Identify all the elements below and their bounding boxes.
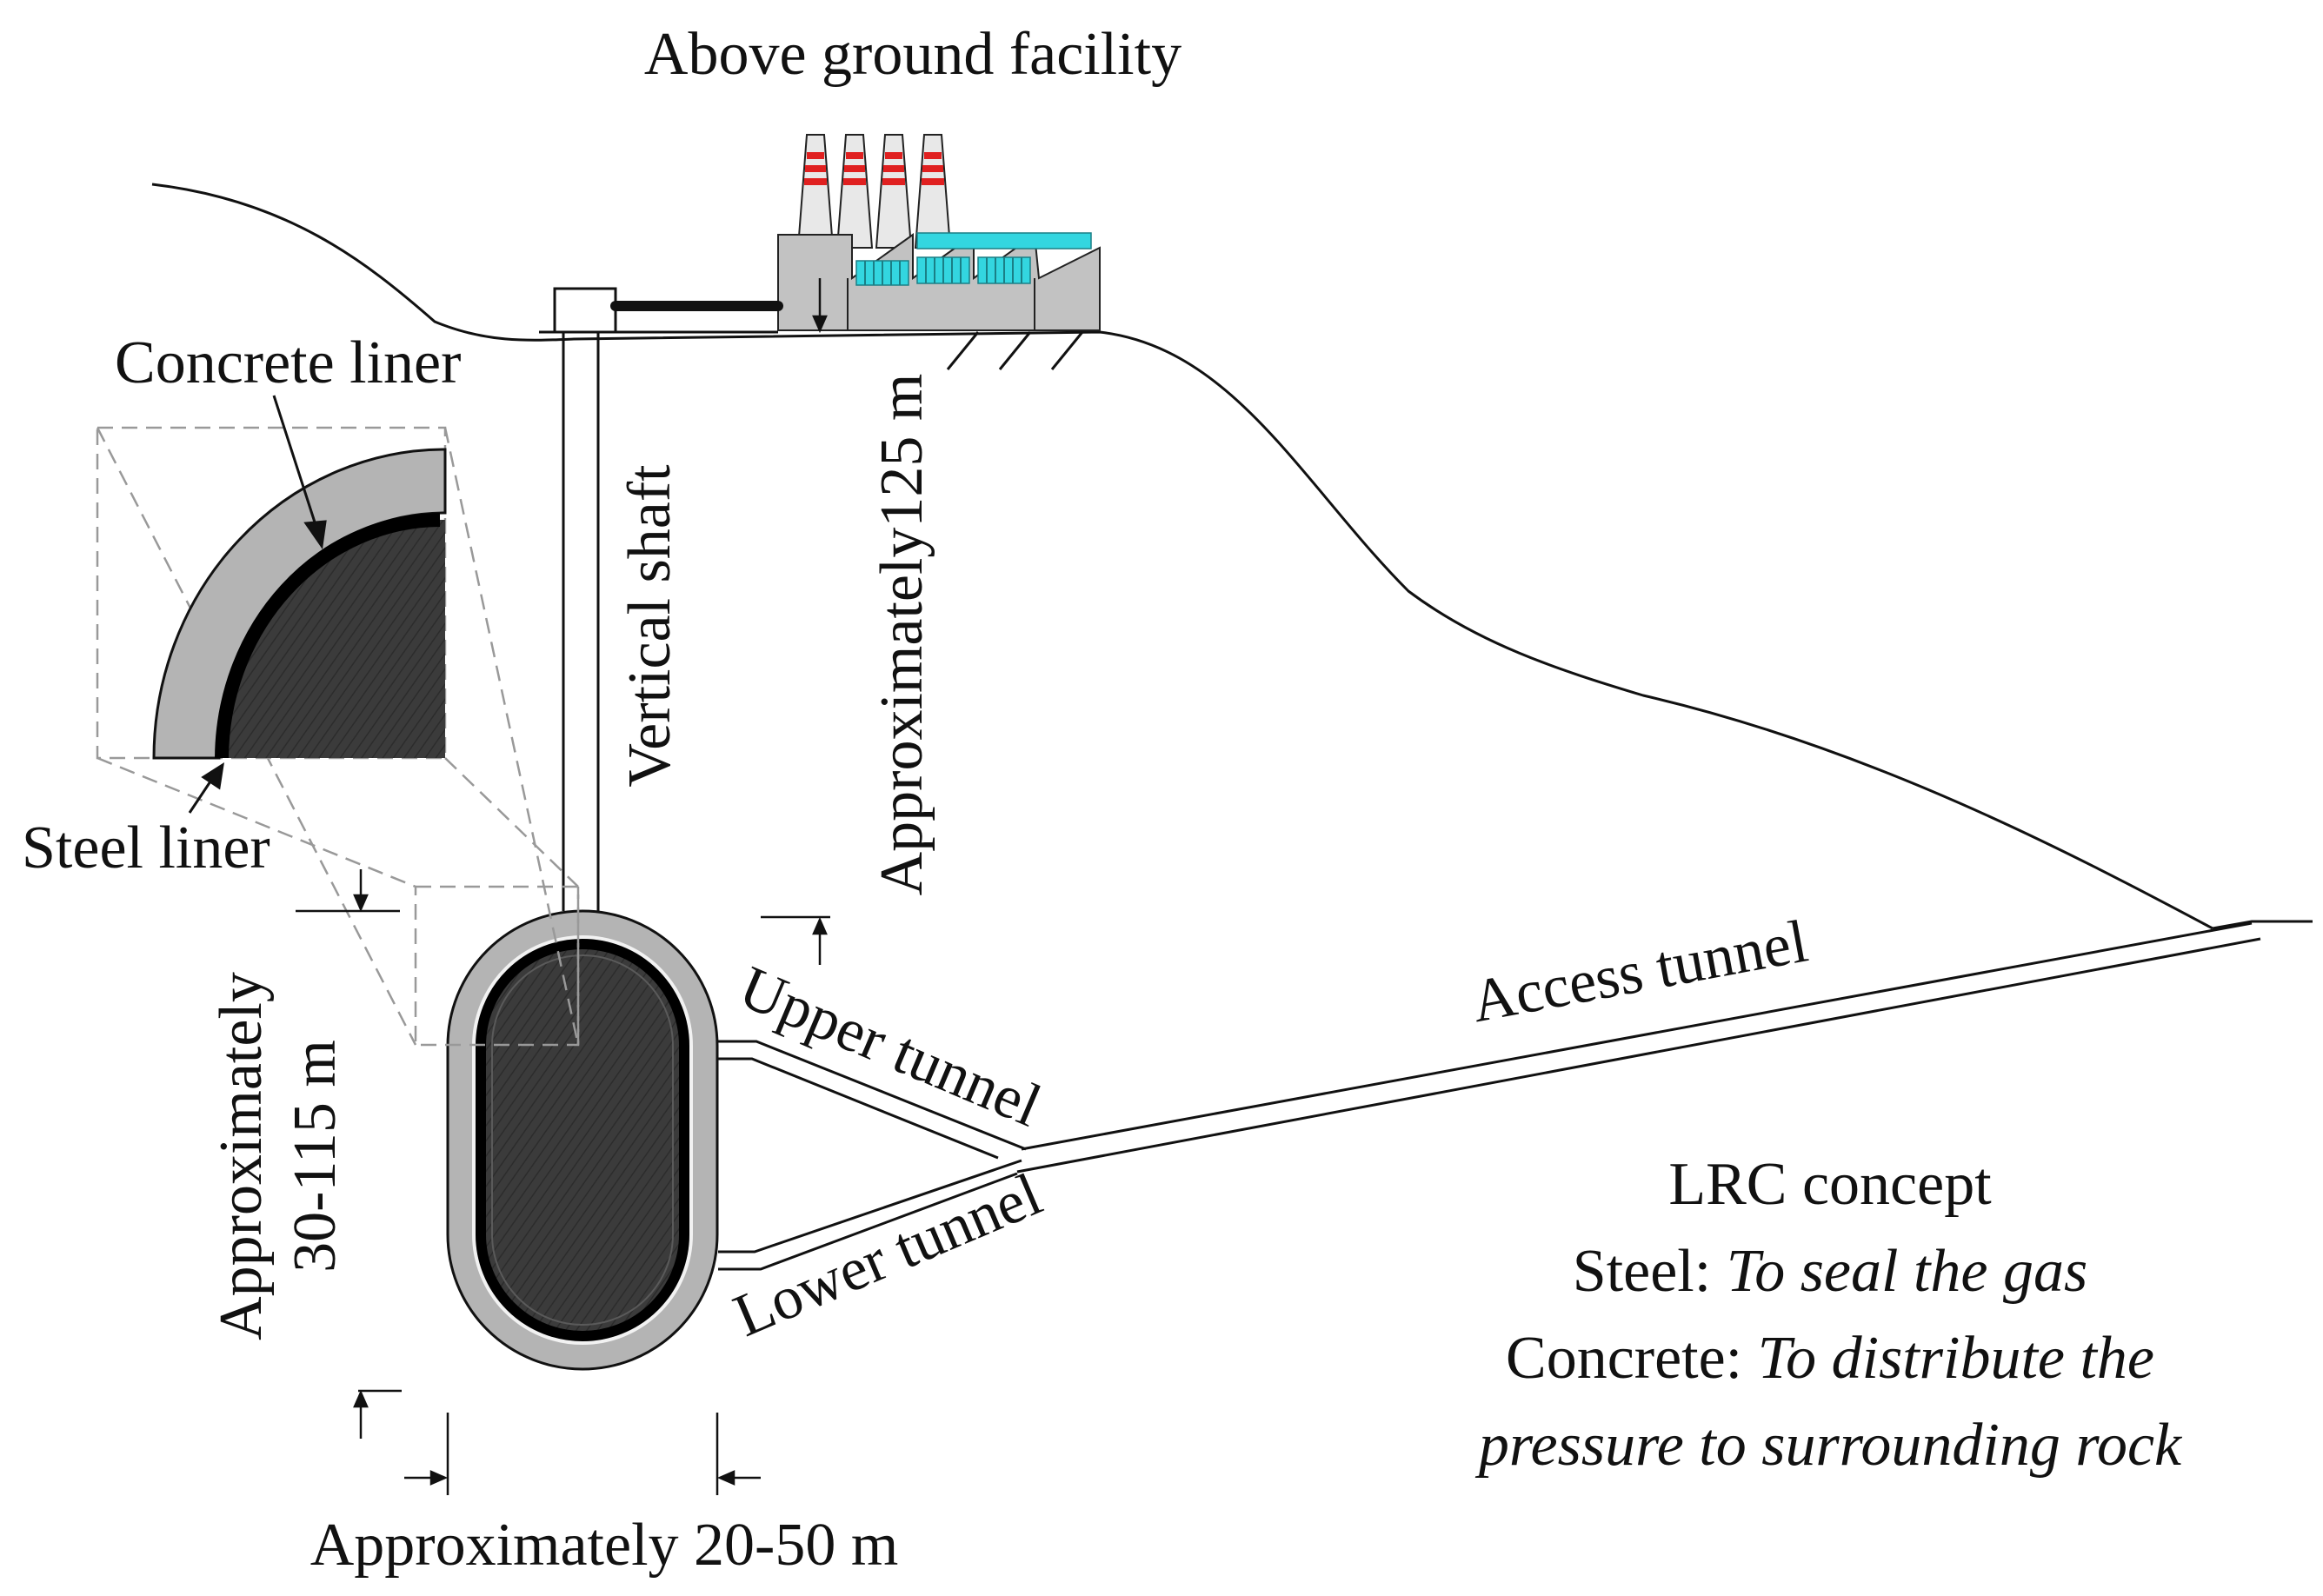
ground-hatching bbox=[946, 331, 1084, 370]
width-dimension bbox=[404, 1413, 761, 1495]
vertical-shaft-label: Vertical shaft bbox=[616, 464, 683, 788]
concept-concrete-value: To distribute the bbox=[1758, 1325, 2154, 1392]
terrain-line bbox=[151, 183, 2213, 930]
concept-steel-line: Steel: To seal the gas bbox=[1573, 1238, 2087, 1305]
tunnels bbox=[718, 921, 2261, 1271]
facility-label: Above ground facility bbox=[644, 21, 1181, 88]
terrain-right-line bbox=[2212, 920, 2313, 930]
concept-steel-key: Steel: bbox=[1573, 1238, 1727, 1305]
liner-detail bbox=[152, 448, 447, 760]
concept-title: LRC concept bbox=[1668, 1151, 1992, 1218]
facility-building bbox=[777, 134, 1101, 331]
steel-liner-label: Steel liner bbox=[22, 815, 270, 881]
concrete-liner-label: Concrete liner bbox=[115, 329, 461, 396]
depth-dimension bbox=[761, 278, 830, 965]
lower-tunnel-label: Lower tunnel bbox=[724, 1161, 1050, 1350]
access-tunnel-label: Access tunnel bbox=[1467, 908, 1813, 1035]
pointer-arrows bbox=[188, 395, 327, 814]
rock-cavern bbox=[446, 909, 719, 1371]
height-dimension bbox=[296, 869, 402, 1439]
concept-concrete-line-2: pressure to surrounding rock bbox=[1474, 1412, 2183, 1479]
vertical-shaft bbox=[562, 332, 600, 911]
height-label-line1: Approximately bbox=[208, 972, 275, 1340]
shaft-head-house bbox=[553, 287, 617, 334]
upper-tunnel-label: Upper tunnel bbox=[730, 954, 1050, 1140]
width-label: Approximately 20-50 m bbox=[310, 1512, 899, 1579]
concept-concrete-line: Concrete: To distribute the bbox=[1506, 1325, 2154, 1392]
concept-concrete-key: Concrete: bbox=[1506, 1325, 1758, 1392]
height-label-line2: 30-115 m bbox=[282, 1040, 349, 1273]
concept-steel-value: To seal the gas bbox=[1727, 1238, 2088, 1305]
depth-label: Approximately125 m bbox=[869, 374, 935, 896]
chimneys bbox=[796, 134, 952, 249]
